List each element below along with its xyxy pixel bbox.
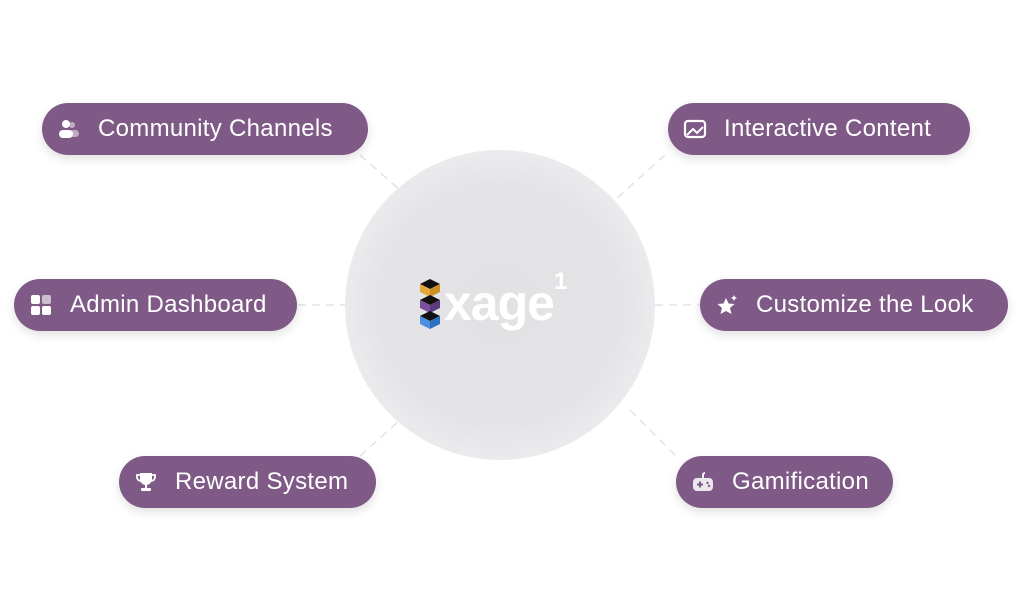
users-icon bbox=[56, 116, 82, 142]
feature-label: Community Channels bbox=[98, 115, 333, 142]
image-icon bbox=[682, 116, 708, 142]
feature-admin-dashboard[interactable]: Admin Dashboard bbox=[14, 279, 297, 331]
logo-text: xage1 bbox=[444, 270, 567, 331]
feature-gamification[interactable]: Gamification bbox=[676, 456, 893, 508]
gamepad-icon bbox=[690, 469, 716, 495]
connector-gamification bbox=[629, 409, 677, 457]
trophy-icon bbox=[133, 469, 159, 495]
feature-community-channels[interactable]: Community Channels bbox=[42, 103, 368, 155]
feature-interactive-content[interactable]: Interactive Content bbox=[668, 103, 970, 155]
feature-label: Customize the Look bbox=[756, 291, 974, 318]
sparkle-star-icon bbox=[714, 292, 740, 318]
feature-reward-system[interactable]: Reward System bbox=[119, 456, 376, 508]
feature-label: Interactive Content bbox=[724, 115, 932, 142]
connector-reward bbox=[359, 419, 401, 457]
xage-logo: xage1 bbox=[420, 270, 567, 331]
feature-customize-the-look[interactable]: Customize the Look bbox=[700, 279, 1008, 331]
feature-label: Gamification bbox=[732, 468, 869, 495]
hub-circle bbox=[345, 150, 655, 460]
feature-label: Reward System bbox=[175, 468, 349, 495]
connector-community bbox=[359, 154, 401, 191]
connector-interactive bbox=[614, 154, 666, 201]
grid-icon bbox=[28, 292, 54, 318]
logo-cubes-icon bbox=[420, 279, 440, 329]
feature-label: Admin Dashboard bbox=[70, 291, 267, 318]
logo-wordmark: xage bbox=[444, 275, 555, 331]
logo-superscript: 1 bbox=[553, 268, 567, 295]
